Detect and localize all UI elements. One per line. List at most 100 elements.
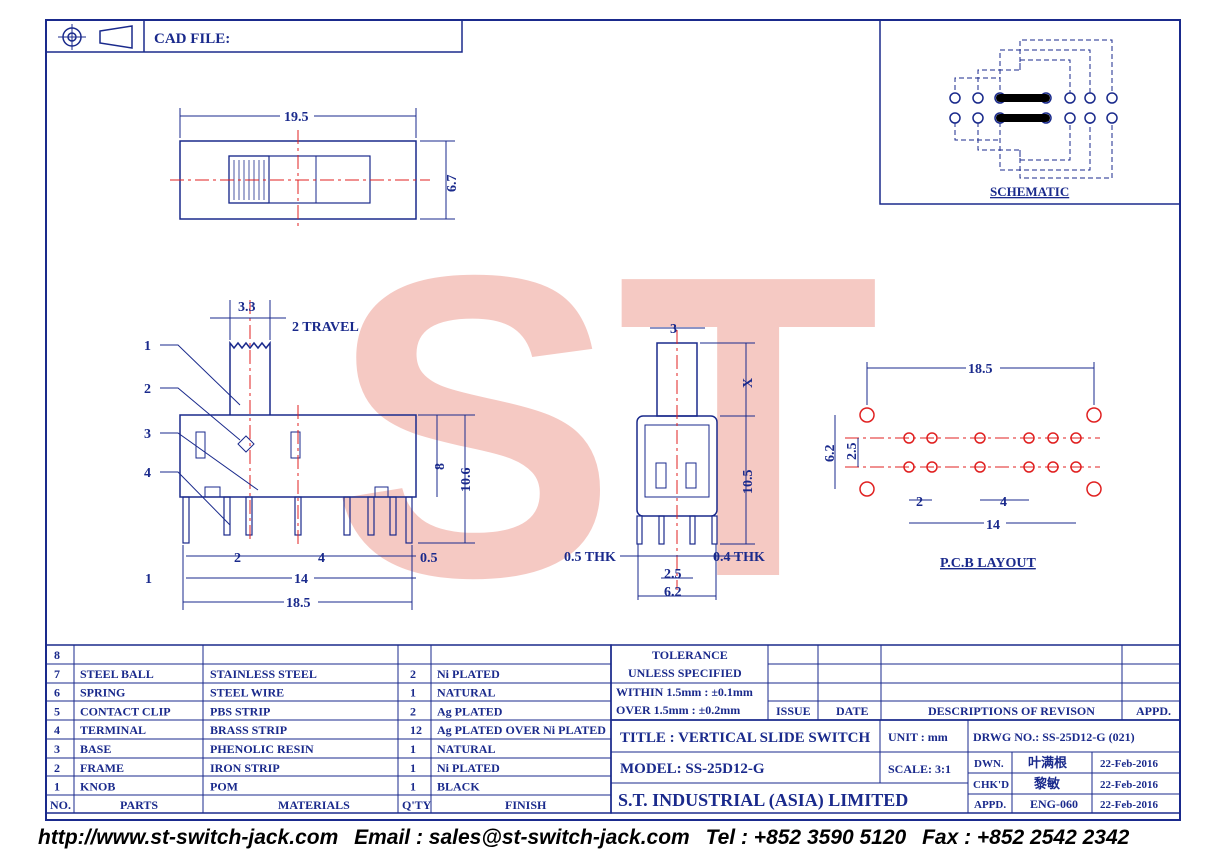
parts-cell-part: STEEL BALL [80, 667, 154, 681]
parts-cell-part: BASE [80, 742, 111, 756]
callout-2: 2 [144, 382, 151, 397]
body-height-dim: 8 [433, 463, 448, 470]
pcb-span-dim: 18.5 [968, 362, 993, 377]
chk-name: 黎敏 [1034, 776, 1061, 791]
parts-cell-no: 3 [54, 742, 60, 756]
appd-label: APPD. [974, 799, 1006, 811]
side-view: 3 X 10.5 0.5 THK 0.4 THK 2.5 6.2 [564, 322, 765, 600]
drawing-number: DRWG NO.: SS-25D12-G (021) [973, 730, 1135, 744]
contact-footer: http://www.st-switch-jack.com Email : sa… [38, 826, 1139, 850]
top-view: 19.5 6.7 [170, 108, 460, 228]
th-materials: MATERIALS [278, 798, 350, 812]
offset-1-dim: 1 [145, 572, 152, 587]
appd-name: ENG-060 [1030, 797, 1078, 811]
parts-cell-finish: Ag PLATED OVER Ni PLATED [437, 723, 606, 737]
parts-cell-no: 4 [54, 723, 60, 737]
span-14-dim: 14 [294, 572, 308, 587]
span-185-dim: 18.5 [286, 596, 311, 611]
parts-cell-finish: Ag PLATED [437, 704, 503, 718]
thk-04-dim: 0.4 THK [713, 550, 765, 565]
knob-width-dim: 3.3 [238, 300, 256, 315]
projection-symbol-icon [58, 24, 133, 50]
parts-cell-finish: NATURAL [437, 686, 495, 700]
th-no: NO. [50, 798, 71, 812]
callout-4: 4 [144, 466, 151, 481]
tolerance-revision-block: TOLERANCE UNLESS SPECIFIED WITHIN 1.5mm … [610, 644, 1181, 721]
chk-label: CHK'D [973, 779, 1009, 791]
th-finish: FINISH [505, 798, 547, 812]
parts-cell-no: 5 [54, 704, 60, 718]
cad-file-label: CAD FILE: [154, 31, 230, 47]
parts-cell-material: BRASS STRIP [210, 723, 287, 737]
total-height-dim: 10.6 [459, 468, 474, 493]
rev-date-header: DATE [836, 704, 868, 718]
top-width-dim: 19.5 [284, 110, 309, 125]
parts-cell-part: FRAME [80, 761, 124, 775]
pcb-layout-label: P.C.B LAYOUT [940, 556, 1036, 571]
parts-cell-material: PHENOLIC RESIN [210, 742, 314, 756]
parts-cell-qty: 1 [410, 780, 416, 794]
parts-cell-finish: BLACK [437, 780, 480, 794]
parts-cell-no: 1 [54, 780, 60, 794]
callout-1: 1 [144, 339, 151, 354]
pcb-p3-dim: 14 [986, 518, 1000, 533]
watermark-text: ST [330, 187, 879, 667]
tolerance-within: WITHIN 1.5mm : ±0.1mm [616, 685, 753, 699]
parts-cell-qty: 1 [410, 686, 416, 700]
parts-cell-qty: 2 [410, 704, 416, 718]
pcb-p2-dim: 4 [1000, 495, 1007, 510]
th-parts: PARTS [120, 798, 158, 812]
tolerance-title: TOLERANCE [652, 648, 728, 662]
dwn-date: 22-Feb-2016 [1100, 758, 1159, 770]
schematic-panel: SCHEMATIC [879, 19, 1181, 205]
parts-cell-material: PBS STRIP [210, 704, 270, 718]
st-watermark: ST [330, 187, 879, 667]
tolerance-sub: UNLESS SPECIFIED [628, 666, 742, 680]
dwn-name: 叶满根 [1028, 755, 1068, 770]
appd-date: 22-Feb-2016 [1100, 799, 1159, 811]
phone-text: Tel : +852 3590 5120 [705, 826, 907, 849]
fax-text: Fax : +852 2542 2342 [922, 826, 1130, 849]
pcb-h1-dim: 6.2 [823, 445, 838, 463]
schematic-label: SCHEMATIC [990, 184, 1069, 199]
dwn-label: DWN. [974, 758, 1004, 770]
tolerance-over: OVER 1.5mm : ±0.2mm [616, 703, 740, 717]
rev-issue-header: ISSUE [776, 704, 811, 718]
parts-cell-qty: 12 [410, 723, 422, 737]
rev-appd-header: APPD. [1136, 704, 1171, 718]
side-w1-dim: 2.5 [664, 567, 682, 582]
parts-cell-qty: 2 [410, 667, 416, 681]
parts-cell-finish: Ni PLATED [437, 667, 500, 681]
model-label: MODEL: SS-25D12-G [620, 761, 765, 777]
parts-cell-no: 7 [54, 667, 60, 681]
top-height-dim: 6.7 [445, 175, 460, 193]
parts-cell-material: STEEL WIRE [210, 686, 284, 700]
side-height-dim: 10.5 [741, 470, 756, 495]
thk-05-dim: 0.5 THK [564, 550, 616, 565]
unit-label: UNIT : mm [888, 730, 948, 744]
company-name: S.T. INDUSTRIAL (ASIA) LIMITED [618, 790, 908, 811]
side-knob-dim: 3 [670, 322, 677, 337]
scale-label: SCALE: 3:1 [888, 762, 951, 776]
title-block: TITLE : VERTICAL SLIDE SWITCH UNIT : mm … [610, 719, 1181, 814]
website-link[interactable]: http://www.st-switch-jack.com [38, 826, 339, 849]
parts-cell-material: STAINLESS STEEL [210, 667, 317, 681]
cad-header: CAD FILE: [45, 19, 463, 53]
parts-cell-part: CONTACT CLIP [80, 704, 171, 718]
side-x-dim: X [741, 378, 756, 388]
travel-dim: 2 TRAVEL [292, 320, 359, 335]
parts-cell-qty: 1 [410, 742, 416, 756]
pcb-layout: 18.5 6.2 2.5 2 4 14 P.C.B LAYOUT [823, 360, 1102, 571]
email-link[interactable]: Email : sales@st-switch-jack.com [354, 826, 690, 849]
th-qty: Q'TY [402, 798, 432, 812]
drawing-title: TITLE : VERTICAL SLIDE SWITCH [620, 730, 870, 746]
parts-cell-material: POM [210, 780, 238, 794]
parts-cell-finish: NATURAL [437, 742, 495, 756]
parts-cell-qty: 1 [410, 761, 416, 775]
parts-cell-no: 2 [54, 761, 60, 775]
offset-05-dim: 0.5 [420, 551, 438, 566]
parts-cell-part: TERMINAL [80, 723, 146, 737]
chk-date: 22-Feb-2016 [1100, 779, 1159, 791]
